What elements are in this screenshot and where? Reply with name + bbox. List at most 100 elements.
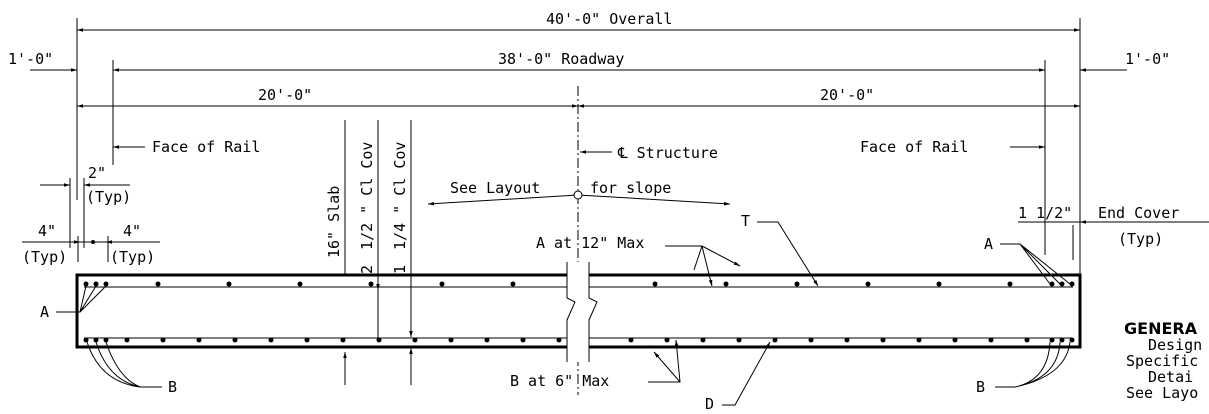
rebar-dot <box>772 337 778 343</box>
b-max-label: B at 6" Max <box>510 372 609 390</box>
notes-heading: GENERA <box>1124 319 1198 338</box>
svg-text:2 1/2 " Cl Cov: 2 1/2 " Cl Cov <box>358 142 376 274</box>
rebar-dot <box>880 337 886 343</box>
rebar-dot <box>1049 337 1055 343</box>
notes-line-3: Detai <box>1148 368 1193 386</box>
rebar-dot <box>376 337 382 343</box>
bottom-cover-num: 1 <box>391 265 409 274</box>
two-inch-label: 2" <box>88 164 106 182</box>
half-width-dimension: 20'-0" 20'-0" <box>77 86 1080 108</box>
slab-thickness-dim: 16" Slab <box>325 120 347 385</box>
a-max-label: A at 12" Max <box>536 234 644 252</box>
rebar-dot <box>83 337 89 343</box>
rebar-dot <box>196 337 202 343</box>
rebar-dot <box>916 337 922 343</box>
rebar-dot <box>952 337 958 343</box>
rebar-dot <box>1007 281 1013 287</box>
face-of-rail-left: Face of Rail <box>152 138 260 156</box>
a-right-label: A <box>984 235 993 253</box>
bottom-cover-frac: 1/4 <box>391 223 409 250</box>
rebar-dot <box>723 281 729 287</box>
rebar-dot <box>297 281 303 287</box>
rebar-dot <box>93 281 99 287</box>
rebar-dot <box>93 337 99 343</box>
slab-outline <box>75 262 1082 362</box>
rebar-dot <box>226 281 232 287</box>
rebar-dot <box>160 337 166 343</box>
rebar-dot <box>232 337 238 343</box>
typ-d-label: (Typ) <box>1118 230 1163 248</box>
top-cover-num: 2 <box>358 265 376 274</box>
see-layout-label: See Layout <box>450 179 540 197</box>
top-cover-dim: 2 1/2 " Cl Cov <box>358 120 380 338</box>
rebar-dot <box>1069 281 1075 287</box>
rebar-dot <box>1059 281 1065 287</box>
rebar-dot <box>304 337 310 343</box>
one-half-label: 1 1/2" <box>1018 204 1072 222</box>
slab-label: 16" Slab <box>325 186 343 258</box>
top-cover-frac: 1/2 <box>358 223 376 250</box>
rebar-dot <box>808 337 814 343</box>
end-cover-label: End Cover <box>1098 204 1179 222</box>
four-inch-right-label: 4" <box>123 222 141 240</box>
right-offset-label: 1'-0" <box>1125 50 1170 68</box>
left-offset-label: 1'-0" <box>8 50 53 68</box>
rebar-dot <box>700 337 706 343</box>
notes-line-2: Specific <box>1126 352 1198 370</box>
overall-label: 40'-0" Overall <box>546 10 672 28</box>
typ-a-label: (Typ) <box>86 188 131 206</box>
rebar-dot <box>1059 337 1065 343</box>
bottom-cover-label: " Cl Cov <box>391 142 409 214</box>
rebar-dot <box>484 337 490 343</box>
top-cover-label: " Cl Cov <box>358 142 376 214</box>
rebar-dot <box>628 337 634 343</box>
t-label: T <box>741 212 750 230</box>
rebar-dot <box>83 281 89 287</box>
rebar-dot <box>155 281 161 287</box>
rebar-dot <box>936 281 942 287</box>
half-right-label: 20'-0" <box>820 86 874 104</box>
top-bar-dots <box>83 281 1075 287</box>
rebar-dot <box>340 337 346 343</box>
rebar-dot <box>103 337 109 343</box>
four-inch-left-label: 4" <box>38 222 56 240</box>
rebar-dot <box>412 337 418 343</box>
for-slope-label: for slope <box>590 179 671 197</box>
rebar-dot <box>1024 337 1030 343</box>
rebar-dot <box>844 337 850 343</box>
rebar-dot <box>368 281 374 287</box>
rebar-dot <box>556 337 562 343</box>
typ-c-label: (Typ) <box>110 248 155 266</box>
rebar-dot <box>103 281 109 287</box>
rebar-dot <box>439 281 445 287</box>
typ-b-label: (Typ) <box>22 248 67 266</box>
notes-line-4: See Layo <box>1126 384 1198 402</box>
rebar-dot <box>510 281 516 287</box>
b-left-label: B <box>168 378 177 396</box>
b-right-label: B <box>976 378 985 396</box>
rebar-dot <box>988 337 994 343</box>
notes-line-1: Design <box>1148 336 1202 354</box>
cl-structure-label: ℄ Structure <box>617 144 718 162</box>
svg-text:1 1/4 " Cl Cov: 1 1/4 " Cl Cov <box>391 142 409 274</box>
overall-dimension: 40'-0" Overall <box>77 10 1080 32</box>
rebar-dot <box>1049 281 1055 287</box>
rebar-dot <box>736 337 742 343</box>
rebar-dot <box>448 337 454 343</box>
rebar-dot <box>1069 337 1075 343</box>
face-of-rail-right: Face of Rail <box>860 138 968 156</box>
bottom-bar-dots <box>83 337 1075 343</box>
rebar-dot <box>652 281 658 287</box>
d-label: D <box>705 395 714 413</box>
general-notes: GENERA Design Specific Detai See Layo <box>1124 319 1202 402</box>
half-left-label: 20'-0" <box>258 86 312 104</box>
bottom-cover-dim: 1 1/4 " Cl Cov <box>391 120 413 385</box>
rebar-dot <box>124 337 130 343</box>
rebar-dot <box>268 337 274 343</box>
rebar-dot <box>520 337 526 343</box>
rebar-dot <box>664 337 670 343</box>
rebar-dot <box>794 281 800 287</box>
roadway-label: 38'-0" Roadway <box>498 50 624 68</box>
